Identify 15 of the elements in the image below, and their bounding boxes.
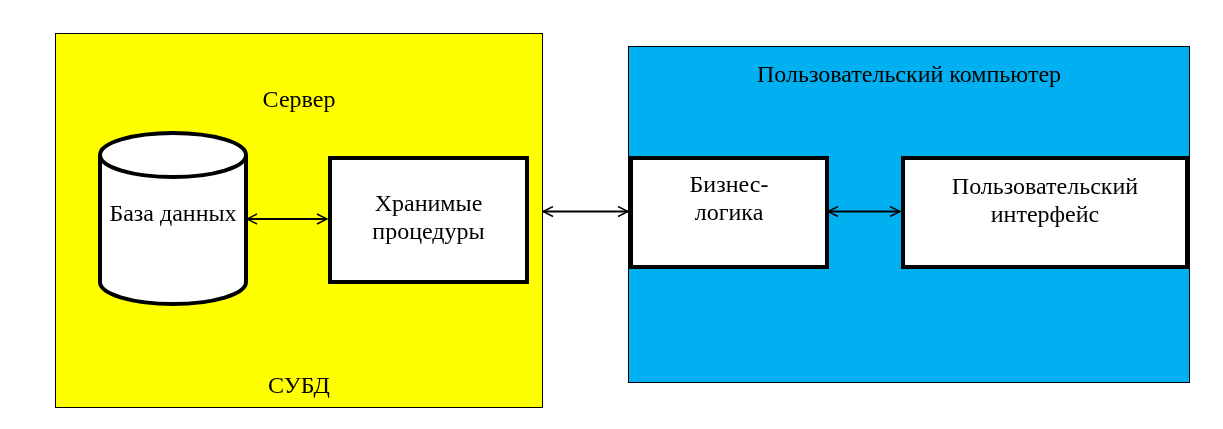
double-arrow	[827, 205, 901, 218]
node-label: Хранимые процедуры	[371, 189, 486, 245]
process-box	[629, 156, 829, 269]
process-box	[901, 156, 1189, 269]
double-arrow	[542, 205, 629, 218]
node-label: Пользовательский интерфейс	[950, 172, 1140, 228]
process-box	[328, 156, 529, 284]
node-label: Пользовательский компьютер	[755, 60, 1063, 88]
double-arrow	[246, 213, 328, 225]
node-label: Сервер	[261, 85, 337, 113]
node-label: Бизнес-логика	[688, 170, 770, 226]
node-label: База данных	[108, 199, 238, 227]
group-panel	[55, 33, 543, 408]
group-panel	[628, 46, 1190, 383]
node-label: СУБД	[267, 371, 331, 399]
